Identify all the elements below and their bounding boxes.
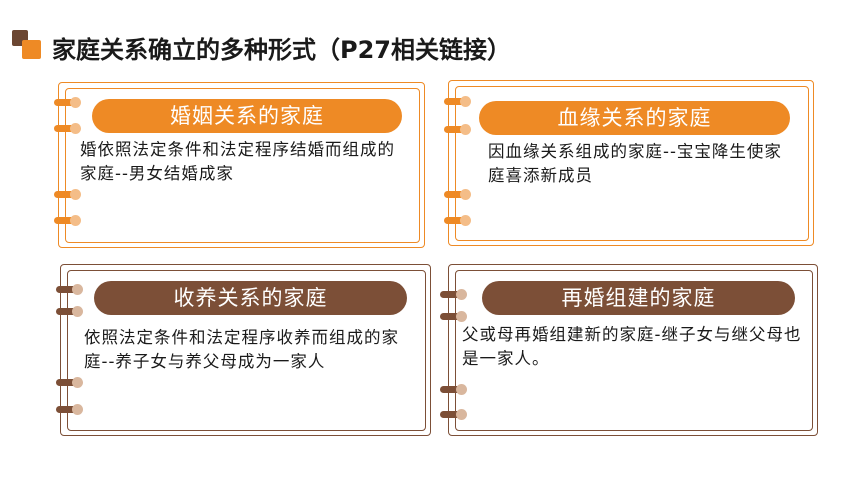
card-inner-border (455, 270, 813, 431)
card-remarriage-family: 再婚组建的家庭 父或母再婚组建新的家庭-继子女与继父母也是一家人。 (448, 264, 818, 436)
card-outer-border (448, 80, 814, 246)
card-header: 收养关系的家庭 (94, 281, 407, 315)
page-title: 家庭关系确立的多种形式（P27相关链接） (52, 36, 511, 64)
card-body-text: 因血缘关系组成的家庭--宝宝降生使家庭喜添新成员 (488, 142, 782, 185)
card-marriage-family: 婚姻关系的家庭 婚依照法定条件和法定程序结婚而组成的家庭--男女结婚成家 (58, 82, 425, 248)
card-body-text: 婚依照法定条件和法定程序结婚而组成的家庭--男女结婚成家 (80, 140, 395, 183)
card-inner-border (67, 270, 426, 431)
card-outer-border (448, 264, 818, 436)
card-blood-family: 血缘关系的家庭 因血缘关系组成的家庭--宝宝降生使家庭喜添新成员 (448, 80, 814, 246)
card-body-text: 父或母再婚组建新的家庭-继子女与继父母也是一家人。 (462, 325, 802, 368)
card-inner-border (65, 88, 420, 243)
card-header: 再婚组建的家庭 (482, 281, 795, 315)
card-header: 血缘关系的家庭 (479, 101, 790, 135)
card-outer-border (60, 264, 431, 436)
card-header: 婚姻关系的家庭 (92, 99, 402, 133)
card-adoption-family: 收养关系的家庭 依照法定条件和法定程序收养而组成的家庭--养子女与养父母成为一家… (60, 264, 431, 436)
card-outer-border (58, 82, 425, 248)
title-marker-orange (22, 40, 41, 59)
card-body-text: 依照法定条件和法定程序收养而组成的家庭--养子女与养父母成为一家人 (84, 328, 399, 371)
card-inner-border (455, 86, 809, 241)
